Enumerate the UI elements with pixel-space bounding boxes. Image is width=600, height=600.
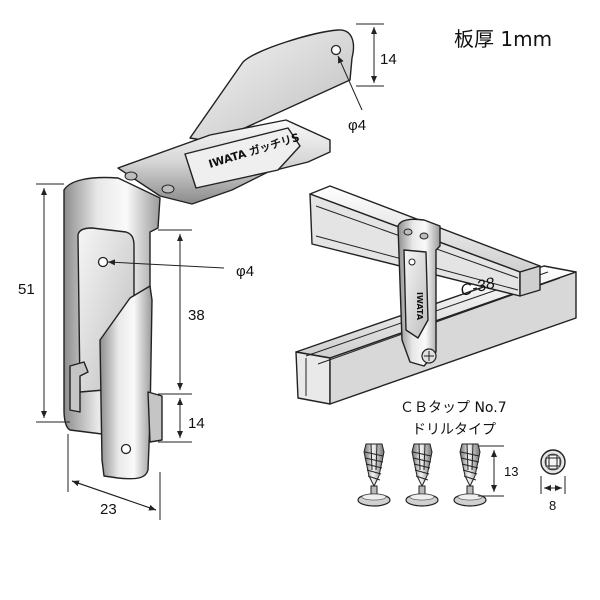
bracket-tongue [99,285,153,480]
top-tab-1 [124,171,138,181]
dim-14-bottom: 14 [188,415,205,432]
upper-channel-end [519,265,541,297]
bracket-dimensions: 14 φ4 51 φ4 38 14 23 [18,23,397,520]
screw-title-line1: ＣＢタップ No.7 [400,400,507,416]
dim-38: 38 [188,307,205,324]
dim-14-top: 14 [380,51,397,68]
installed-view: IWATA C-38 [295,185,577,405]
right-hook [147,391,163,443]
dim-51: 51 [18,281,35,298]
mini-bracket-panel [403,249,429,339]
dim-23: 23 [100,501,117,518]
screw-dim-13: 13 [504,464,518,479]
top-hole [330,44,342,56]
mini-bracket-hole [408,258,416,266]
hanger-bracket: IWATA ガッチリS [63,29,355,480]
mini-tab-2 [419,232,429,240]
screw-1 [357,443,391,507]
screw-section: ＣＢタップ No.7 ドリルタイプ 13 8 [357,400,566,513]
top-label-plate [184,127,301,189]
screw-title-line2: ドリルタイプ [412,422,496,438]
left-hook [69,361,89,413]
hole-top-label: φ4 [348,117,366,134]
hole-side-label: φ4 [236,263,254,280]
mini-tab-1 [403,228,413,236]
side-hole [97,256,109,268]
screw-dim-8: 8 [549,498,556,513]
plate-thickness-title: 板厚 1mm [454,27,552,51]
screw-3 [453,443,487,507]
bottom-hole [120,443,132,455]
mini-bracket-label: IWATA [415,292,424,321]
top-tab-2 [161,184,175,194]
bracket-upper-arm [189,29,355,143]
lower-channel-side [329,271,577,405]
screw-2 [405,443,439,507]
lower-channel-front [295,351,331,405]
